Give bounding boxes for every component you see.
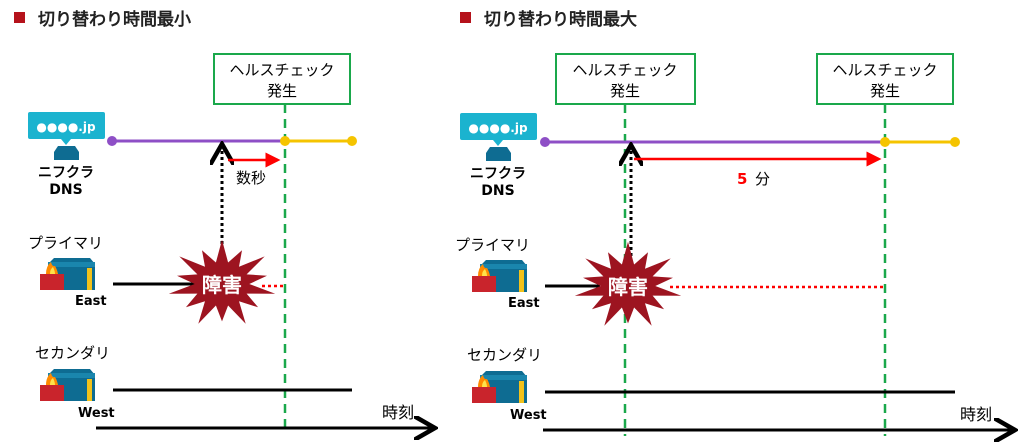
dns-label: ニフクラ (38, 165, 94, 181)
title-marker (14, 12, 25, 23)
dns-end-dot (950, 137, 960, 147)
health-check-label: ヘルスチェック (229, 61, 334, 79)
dns-icon: ●●●●.jp (460, 113, 537, 161)
health-check-box: ヘルスチェック 発生 (816, 53, 954, 105)
time-axis-label: 時刻 (382, 403, 414, 422)
failure-label: 障害 (202, 273, 242, 297)
failure-burst-icon (168, 239, 276, 324)
health-check-label: 発生 (267, 82, 297, 100)
health-check-label: ヘルスチェック (572, 61, 677, 79)
health-check-label: 発生 (610, 82, 640, 100)
panel-title: 切り替わり時間最大 (484, 9, 637, 30)
delay-number: 5 (737, 170, 747, 188)
health-check-label: ヘルスチェック (832, 61, 937, 79)
primary-label: プライマリ (455, 236, 530, 254)
panel-max: 切り替わり時間最大 ヘルスチェック 発生 ヘルスチェック 発生 ●●●●.jp … (455, 9, 1012, 436)
primary-server-icon (40, 258, 95, 290)
panel-min: 切り替わり時間最小 ヘルスチェック 発生 ●●●●.jp ニフクラ DNS 数秒… (14, 9, 432, 434)
dns-start-dot (540, 137, 550, 147)
time-axis-label: 時刻 (960, 405, 992, 424)
title-marker (460, 12, 471, 23)
dns-label: DNS (49, 182, 82, 198)
secondary-label: セカンダリ (467, 346, 542, 364)
dns-switch-dot (280, 136, 290, 146)
dns-switch-dot (880, 137, 890, 147)
dns-end-dot (347, 136, 357, 146)
primary-region: East (508, 296, 540, 311)
dns-badge-text: ●●●●.jp (468, 121, 528, 135)
failure-label: 障害 (608, 275, 648, 299)
secondary-server-icon (40, 369, 95, 401)
health-check-label: 発生 (870, 82, 900, 100)
primary-label: プライマリ (28, 234, 103, 252)
panel-title: 切り替わり時間最小 (38, 9, 191, 30)
health-check-box: ヘルスチェック 発生 (213, 53, 351, 105)
secondary-label: セカンダリ (35, 344, 110, 362)
dns-badge-text: ●●●●.jp (36, 120, 96, 134)
delay-unit: 分 (755, 170, 770, 188)
delay-label: 数秒 (236, 169, 266, 187)
secondary-server-icon (472, 371, 527, 403)
primary-server-icon (472, 260, 527, 292)
health-check-box: ヘルスチェック 発生 (555, 53, 696, 105)
dns-label: ニフクラ (470, 166, 526, 182)
secondary-region: West (510, 408, 547, 423)
dns-start-dot (107, 136, 117, 146)
dns-icon: ●●●●.jp (28, 112, 105, 160)
primary-region: East (75, 294, 107, 309)
failure-burst-icon (574, 241, 682, 326)
dns-label: DNS (481, 183, 514, 199)
secondary-region: West (78, 406, 115, 421)
